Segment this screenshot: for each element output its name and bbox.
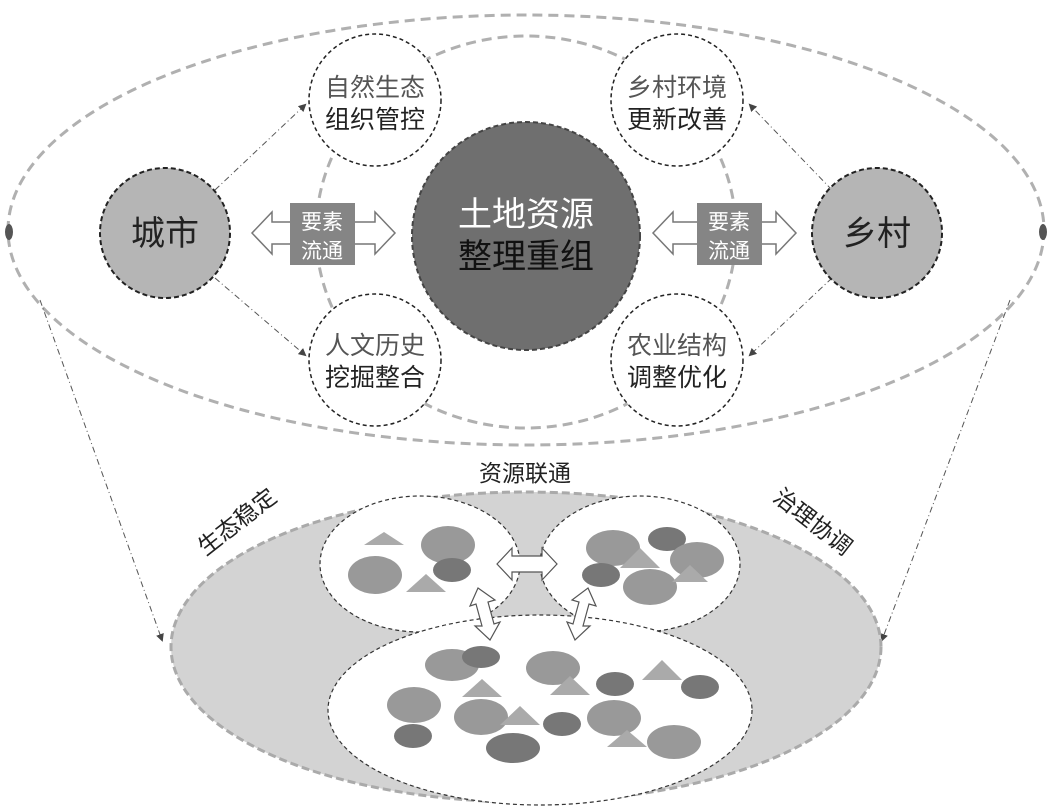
center-circle xyxy=(411,121,641,351)
node-top-left-line1: 自然生态 xyxy=(325,73,425,102)
node-top-right xyxy=(610,33,744,167)
node-bottom-right-line1: 农业结构 xyxy=(627,331,727,360)
city-label: 城市 xyxy=(131,214,199,254)
node-bottom-left xyxy=(308,293,442,427)
center-line1: 土地资源 xyxy=(458,195,594,235)
flow-right-line2: 流通 xyxy=(708,239,750,263)
flow-arrow-right: 要素 流通 xyxy=(651,203,798,265)
node-top-left xyxy=(308,33,442,167)
node-top-right-line1: 乡村环境 xyxy=(627,73,727,102)
flow-left-line2: 流通 xyxy=(301,239,343,263)
village-circle xyxy=(811,167,943,299)
label-resource-connect: 资源联通 xyxy=(479,461,571,487)
node-bottom-left-line1: 人文历史 xyxy=(325,331,425,360)
right-ring-node xyxy=(1039,224,1047,240)
left-ring-node xyxy=(5,224,13,240)
resource-shapes xyxy=(348,526,724,763)
link-lines xyxy=(39,103,1011,642)
cluster-arrows xyxy=(468,546,598,642)
node-top-left-line2: 组织管控 xyxy=(325,105,425,134)
flow-arrow-left: 要素 流通 xyxy=(250,203,397,265)
flow-right-line1: 要素 xyxy=(708,210,750,234)
village-label: 乡村 xyxy=(843,214,911,254)
city-circle xyxy=(99,167,231,299)
node-bottom-right-line2: 调整优化 xyxy=(627,363,727,392)
flow-left-line1: 要素 xyxy=(301,210,343,234)
node-top-right-line2: 更新改善 xyxy=(627,105,727,134)
center-line2: 整理重组 xyxy=(458,237,594,277)
node-bottom-right xyxy=(610,293,744,427)
node-bottom-left-line2: 挖掘整合 xyxy=(325,363,425,392)
